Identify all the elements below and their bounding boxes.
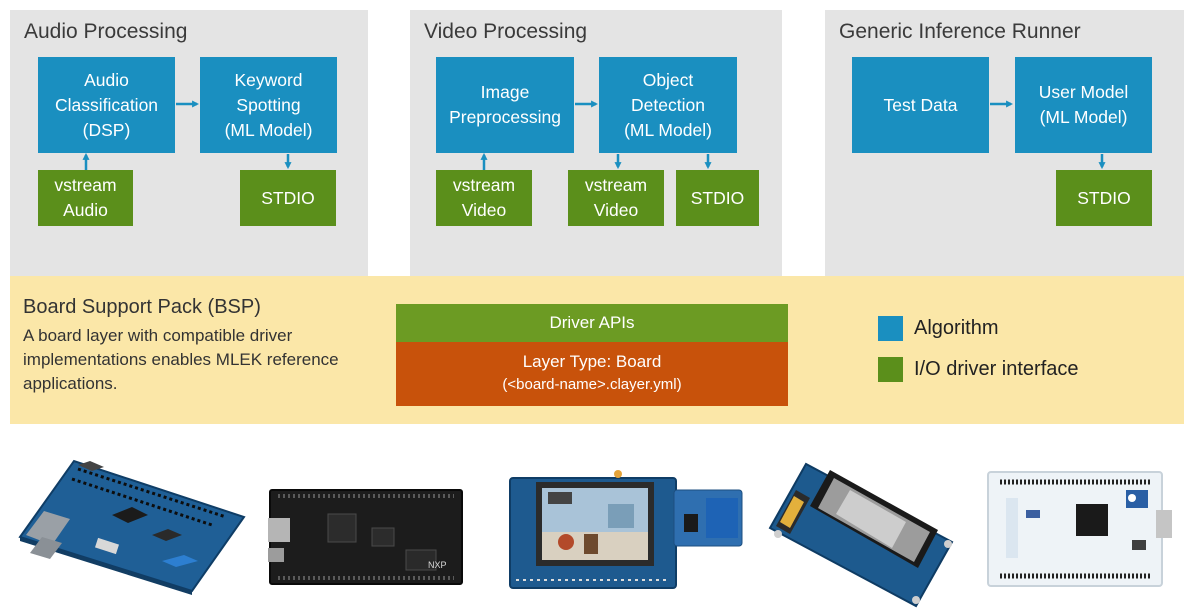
bsp-title: Board Support Pack (BSP) [23, 296, 261, 318]
legend-label: I/O driver interface [914, 358, 1079, 380]
board-lcd-icon [768, 462, 954, 608]
layer-file-label: (<board-name>.clayer.yml) [502, 376, 682, 393]
driver-apis-bar: Driver APIs [396, 304, 788, 342]
user-model-box: User Model (ML Model) [1015, 57, 1152, 153]
video-stdio-box: STDIO [676, 170, 759, 226]
legend-io-driver: I/O driver interface [878, 357, 1079, 382]
audio-classification-box: Audio Classification (DSP) [38, 57, 175, 153]
panel-title: Video Processing [424, 20, 588, 43]
svg-text:NXP: NXP [428, 560, 447, 570]
legend-label: Algorithm [914, 317, 999, 339]
board-nxp-icon: NXP [268, 489, 463, 585]
image-preprocessing-box: Image Preprocessing [436, 57, 574, 153]
audio-stdio-box: STDIO [240, 170, 336, 226]
layer-type-board: Layer Type: Board (<board-name>.clayer.y… [396, 342, 788, 406]
panel-title: Generic Inference Runner [839, 20, 1081, 43]
vstream-video-input-box: vstream Video [436, 170, 532, 226]
panel-title: Audio Processing [24, 20, 188, 43]
board-nucleo-icon [987, 471, 1172, 587]
vstream-video-output-box: vstream Video [568, 170, 664, 226]
vstream-audio-box: vstream Audio [38, 170, 133, 226]
bsp-description: A board layer with compatible driver imp… [23, 326, 339, 393]
legend-algorithm: Algorithm [878, 316, 998, 341]
generic-stdio-box: STDIO [1056, 170, 1152, 226]
video-processing-panel: Video Processing Image Preprocessing Obj… [410, 10, 782, 276]
io-driver-swatch [878, 357, 903, 382]
audio-processing-panel: Audio Processing Audio Classification (D… [10, 10, 368, 276]
board-st-display-icon [509, 470, 743, 589]
test-data-box: Test Data [852, 57, 989, 153]
board-support-pack-band: Board Support Pack (BSP) A board layer w… [10, 276, 1184, 424]
keyword-spotting-box: Keyword Spotting (ML Model) [200, 57, 337, 153]
generic-inference-runner-panel: Generic Inference Runner Test Data User … [825, 10, 1184, 276]
object-detection-box: Object Detection (ML Model) [599, 57, 737, 153]
board-alif-icon [18, 459, 246, 595]
layer-type-label: Layer Type: Board [522, 352, 662, 371]
algorithm-swatch [878, 316, 903, 341]
